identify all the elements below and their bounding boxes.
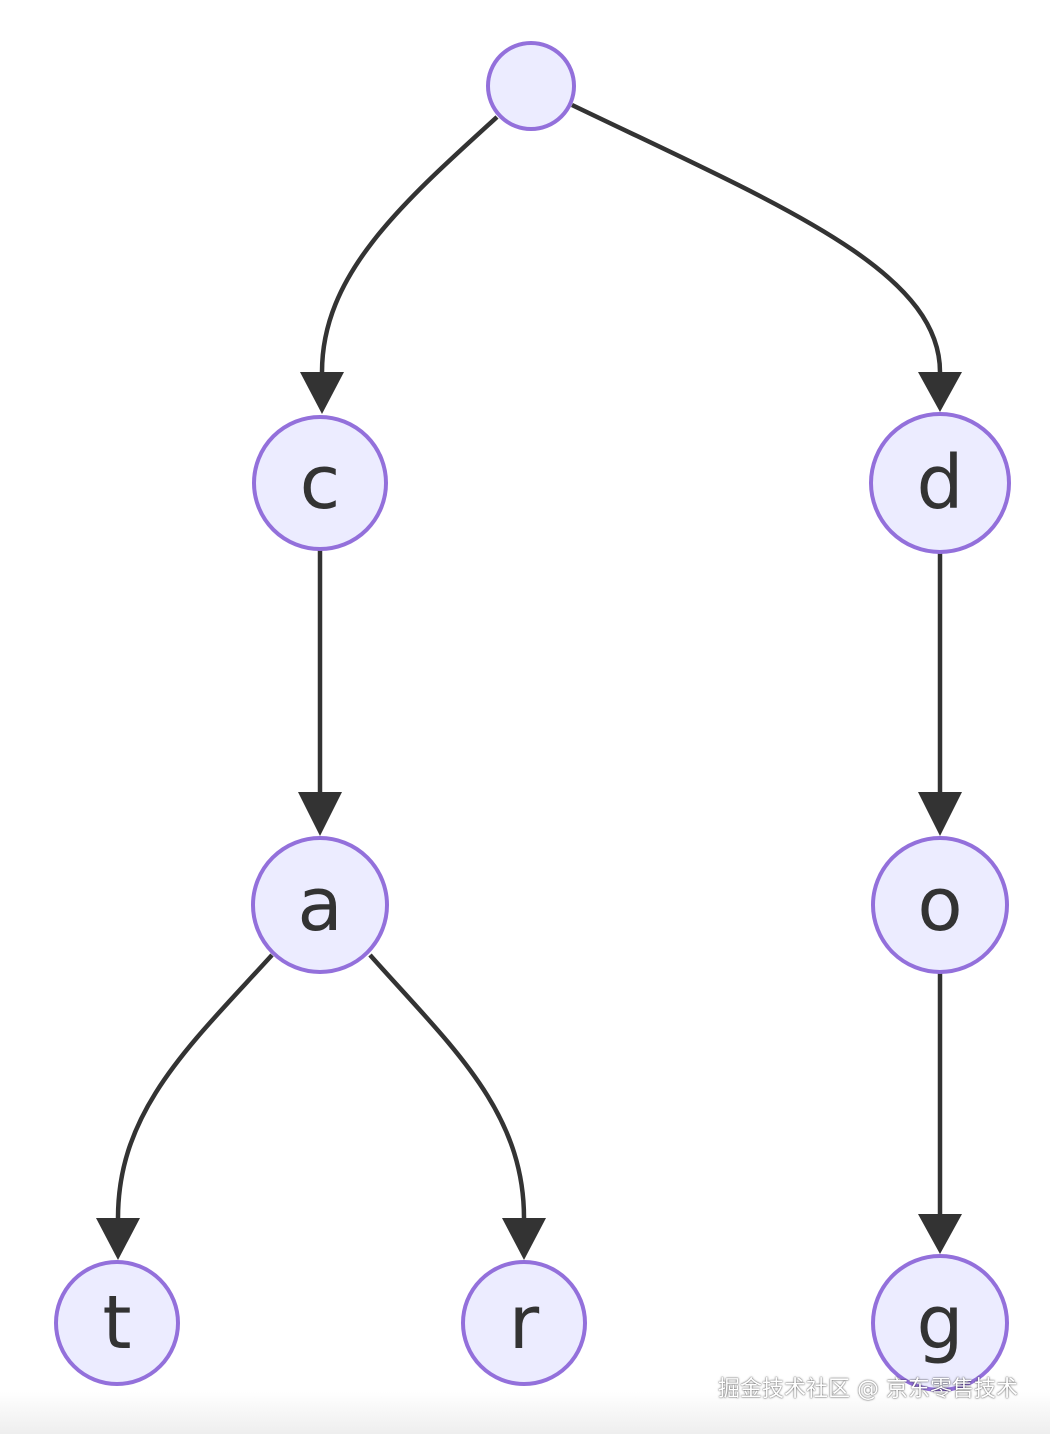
node-label-c: c — [300, 440, 341, 526]
node-label-o: o — [917, 862, 962, 948]
node-g: g — [871, 1254, 1009, 1392]
edge-a-r — [368, 953, 546, 1260]
edge-line-root-d — [571, 102, 943, 373]
node-circle-c — [252, 415, 388, 551]
edges-layer — [96, 102, 962, 1260]
arrowhead-root-c — [300, 372, 344, 414]
node-label-a: a — [297, 862, 342, 948]
node-circle-d — [869, 412, 1011, 554]
node-circle-r — [461, 1260, 587, 1386]
nodes-layer: c d a o t r g — [54, 41, 1011, 1392]
edge-line-root-c — [319, 115, 499, 373]
node-circle-g — [871, 1254, 1009, 1392]
node-label-t: t — [102, 1280, 131, 1366]
node-t: t — [54, 1260, 180, 1386]
node-label-g: g — [917, 1280, 964, 1366]
arrowhead-root-d — [918, 372, 962, 412]
node-circle-o — [871, 836, 1009, 974]
node-d: d — [869, 412, 1011, 554]
node-circle-t — [54, 1260, 180, 1386]
arrowhead-a-t — [96, 1218, 140, 1260]
edge-d-o — [918, 553, 962, 836]
node-circle-root — [486, 41, 576, 131]
node-o: o — [871, 836, 1009, 974]
edge-root-c — [300, 115, 499, 414]
node-c: c — [252, 415, 388, 551]
arrowhead-a-r — [502, 1218, 546, 1260]
arrowhead-d-o — [918, 792, 962, 836]
node-r: r — [461, 1260, 587, 1386]
bottom-bar — [0, 1392, 1050, 1434]
edge-a-t — [96, 953, 274, 1260]
edge-c-a — [298, 550, 342, 836]
node-a: a — [251, 836, 389, 974]
edge-o-g — [918, 973, 962, 1254]
node-circle-a — [251, 836, 389, 974]
node-root — [486, 41, 576, 131]
arrowhead-c-a — [298, 792, 342, 836]
edge-root-d — [571, 102, 962, 412]
edge-line-a-r — [368, 953, 527, 1219]
node-label-d: d — [917, 440, 964, 526]
edge-line-a-t — [115, 953, 274, 1219]
arrowhead-o-g — [918, 1214, 962, 1254]
watermark: 掘金技术社区 @ 京东零售技术 — [718, 1377, 1018, 1402]
node-label-r: r — [509, 1280, 540, 1366]
